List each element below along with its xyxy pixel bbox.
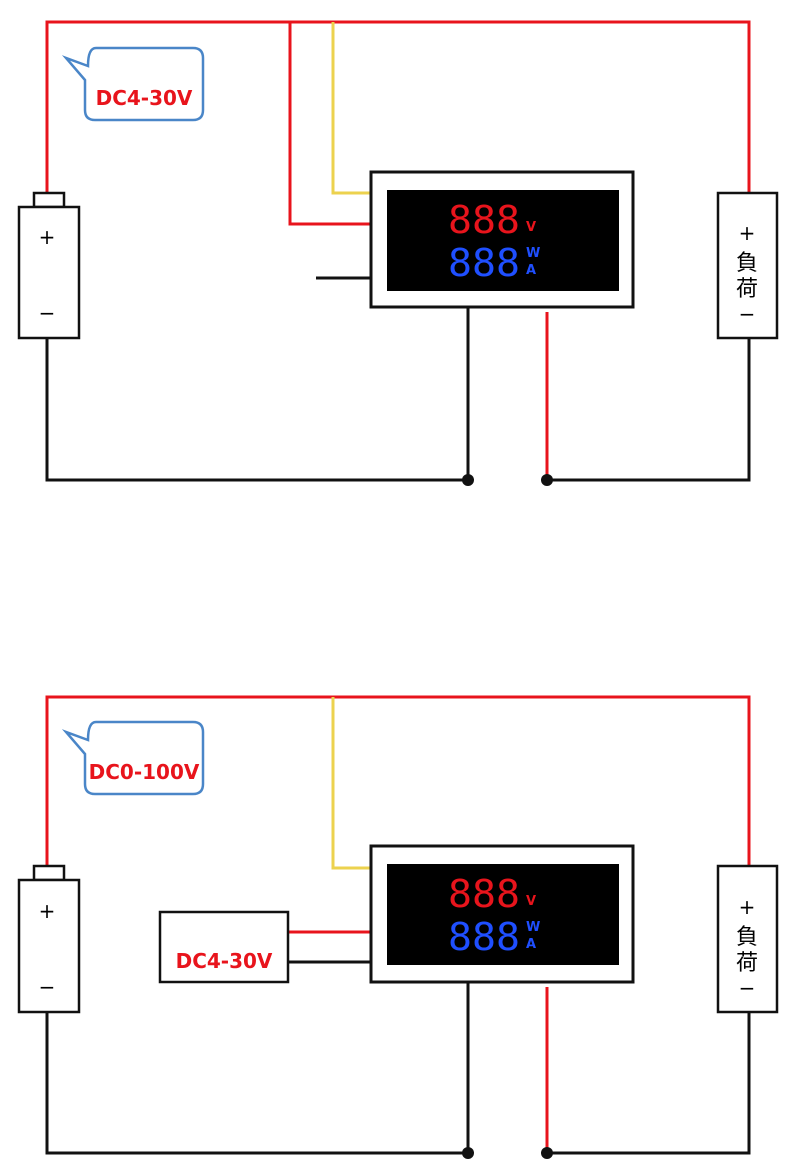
diagram-2: DC0-100V DC4-30V + − + 負 荷 − 888 V 888 W…: [17, 695, 779, 1159]
load: + 負 荷 −: [716, 191, 779, 340]
power-current-digits: 888: [448, 915, 520, 959]
unit-v: V: [526, 894, 536, 909]
voltage-callout: DC4-30V: [61, 46, 205, 122]
battery-body: [17, 205, 81, 340]
external-supply-box: [158, 910, 290, 984]
junction-dot: [462, 474, 474, 486]
battery-minus: −: [39, 301, 56, 325]
wires-1: [45, 20, 751, 486]
callout-label: DC4-30V: [96, 86, 193, 110]
load-plus: +: [739, 221, 756, 245]
wire-load-return-black: [549, 1012, 751, 1155]
battery-plus: +: [39, 225, 56, 249]
external-supply: DC4-30V: [158, 910, 290, 984]
battery-minus: −: [39, 975, 56, 999]
battery: + −: [17, 864, 81, 1014]
diagram-1: DC4-30V + − + 負 荷 − 888 V 888 W A: [17, 20, 779, 486]
callout-bubble: [61, 720, 205, 796]
external-supply-label: DC4-30V: [176, 949, 273, 973]
load-plus: +: [739, 895, 756, 919]
unit-v: V: [526, 220, 536, 235]
load: + 負 荷 −: [716, 864, 779, 1014]
wires-2: [45, 695, 751, 1159]
unit-a: A: [526, 937, 536, 952]
meter-display: [387, 864, 619, 965]
wire-positive-main: [45, 20, 751, 193]
load-label-1: 負: [736, 251, 758, 276]
junction-dot: [541, 474, 553, 486]
voltage-callout: DC0-100V: [61, 720, 205, 796]
junction-dot: [462, 1147, 474, 1159]
meter-display: [387, 190, 619, 291]
panel-meter: 888 V 888 W A: [369, 844, 635, 984]
battery-terminal: [32, 191, 66, 209]
load-minus: −: [739, 302, 756, 326]
load-label-2: 荷: [736, 277, 758, 302]
voltage-digits: 888: [448, 198, 520, 242]
load-label-1: 負: [736, 925, 758, 950]
unit-w: W: [526, 920, 540, 935]
wire-positive-meter-power: [288, 22, 371, 226]
wire-negative-battery: [45, 982, 470, 1155]
power-current-digits: 888: [448, 241, 520, 285]
junction-dot: [541, 1147, 553, 1159]
battery-terminal: [32, 864, 66, 882]
wire-signal-yellow: [331, 22, 371, 195]
battery-plus: +: [39, 899, 56, 923]
wire-negative-battery: [45, 307, 470, 482]
wire-positive-main: [45, 695, 751, 866]
voltage-digits: 888: [448, 872, 520, 916]
battery: + −: [17, 191, 81, 340]
wire-signal-yellow: [331, 697, 371, 870]
unit-w: W: [526, 246, 540, 261]
wire-load-return-black: [549, 338, 751, 482]
load-body: [716, 864, 779, 1014]
callout-label: DC0-100V: [89, 760, 200, 784]
battery-body: [17, 878, 81, 1014]
load-body: [716, 191, 779, 340]
callout-bubble: [61, 46, 205, 122]
load-label-2: 荷: [736, 951, 758, 976]
load-minus: −: [739, 976, 756, 1000]
panel-meter: 888 V 888 W A: [369, 170, 635, 309]
unit-a: A: [526, 263, 536, 278]
